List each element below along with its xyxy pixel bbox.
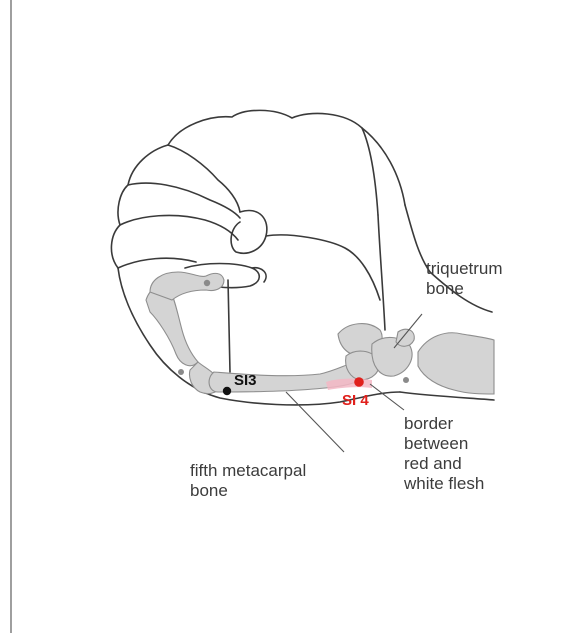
metacarpal-leader xyxy=(286,392,344,452)
triquetrum-label-line: bone xyxy=(426,279,464,298)
border-label-line: between xyxy=(404,434,468,453)
si3-label: SI3 xyxy=(234,372,257,389)
triquetrum-label-line: triquetrum xyxy=(426,259,503,278)
forearm-ulna-bone xyxy=(418,333,494,394)
si4-point xyxy=(354,377,364,387)
border-label-line: white flesh xyxy=(403,474,484,493)
si4-label: SI 4 xyxy=(342,392,369,409)
wrist-dot xyxy=(403,377,409,383)
metacarpal-label: fifth metacarpal bone xyxy=(190,461,311,500)
knuckle-dot xyxy=(204,280,210,286)
carpal-bones xyxy=(338,324,414,380)
si3-point xyxy=(223,387,231,395)
border-label-line: red and xyxy=(404,454,462,473)
triquetrum-label: triquetrum bone xyxy=(426,259,507,298)
border-label-line: border xyxy=(404,414,453,433)
finger-joint-dot xyxy=(178,369,184,375)
metacarpal-label-line: bone xyxy=(190,481,228,500)
border-label: border between red and white flesh xyxy=(403,414,484,493)
border-leader xyxy=(370,384,404,410)
metacarpal-label-line: fifth metacarpal xyxy=(190,461,306,480)
flesh-border-highlight xyxy=(326,379,372,390)
